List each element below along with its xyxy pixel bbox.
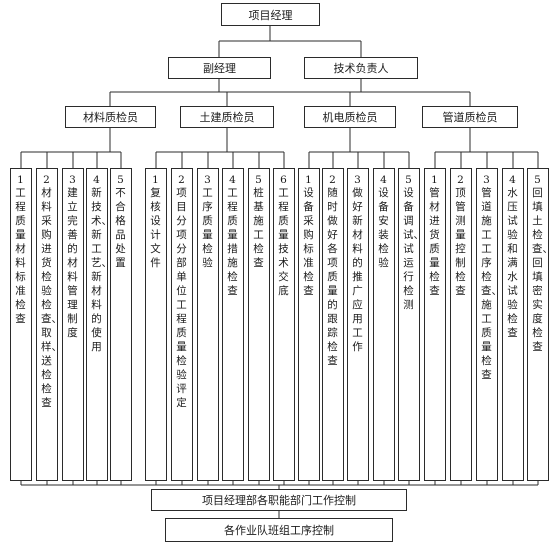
task-text: 工程质量材料标准检查 xyxy=(15,187,26,325)
task-text: 回填土检查、回填密实度检查 xyxy=(532,187,553,353)
technical-lead-box: 技术负责人 xyxy=(304,57,418,79)
task-number: 2 xyxy=(178,174,185,186)
task-column: 2 随时做好各项质量的跟踪检查 xyxy=(322,168,344,481)
task-number: 2 xyxy=(43,174,50,186)
task-text: 工序质量检验 xyxy=(202,187,213,269)
task-column: 6 工程质量技术交底 xyxy=(273,168,295,481)
task-number: 3 xyxy=(204,174,211,186)
task-text: 管材进货质量检查 xyxy=(429,187,440,297)
task-number: 1 xyxy=(152,174,159,186)
functional-departments-box: 项目经理部各职能部门工作控制 xyxy=(151,489,407,511)
task-column: 2 顶管测量控制检查 xyxy=(450,168,472,481)
task-text: 做好新材料的推广应用工作 xyxy=(352,187,363,353)
task-text: 新技术、新工艺、新材料的使用 xyxy=(91,187,112,353)
task-column: 4 设备安装检验 xyxy=(373,168,395,481)
task-column: 4 工程质量措施检查 xyxy=(222,168,244,481)
task-number: 6 xyxy=(280,174,287,186)
task-text: 设备调试、试运行检测 xyxy=(403,187,424,311)
deputy-manager-box: 副经理 xyxy=(168,57,271,79)
task-text: 建立完善的材料管理制度 xyxy=(67,187,78,339)
task-column: 1 管材进货质量检查 xyxy=(424,168,446,481)
task-column: 5 不合格品处置 xyxy=(110,168,132,481)
task-number: 1 xyxy=(17,174,24,186)
team-process-control-box: 各作业队班组工序控制 xyxy=(165,518,393,542)
task-column: 5 设备调试、试运行检测 xyxy=(398,168,424,481)
task-text: 复核设计文件 xyxy=(150,187,161,269)
task-text: 桩基施工检查 xyxy=(253,187,264,269)
task-number: 2 xyxy=(457,174,464,186)
task-text: 工程质量技术交底 xyxy=(278,187,289,297)
task-text: 材料采购进货检验检查、取样、送检检查 xyxy=(41,187,62,409)
task-text: 不合格品处置 xyxy=(115,187,126,269)
task-column: 2 项目分项分部单位工程质量检验评定 xyxy=(171,168,193,481)
task-number: 1 xyxy=(305,174,312,186)
task-text: 管道施工工序检查、施工质量检查 xyxy=(481,187,502,381)
task-number: 3 xyxy=(483,174,490,186)
group-pipe-box: 管道质检员 xyxy=(422,106,518,128)
task-number: 3 xyxy=(354,174,361,186)
task-number: 5 xyxy=(534,174,541,186)
task-number: 1 xyxy=(431,174,438,186)
task-number: 3 xyxy=(69,174,76,186)
task-column: 5 回填土检查、回填密实度检查 xyxy=(527,168,553,481)
task-number: 4 xyxy=(380,174,387,186)
task-number: 5 xyxy=(405,174,412,186)
task-column: 1 工程质量材料标准检查 xyxy=(10,168,32,481)
task-column: 1 设备采购标准检查 xyxy=(298,168,320,481)
task-column: 3 工序质量检验 xyxy=(197,168,219,481)
task-text: 设备采购标准检查 xyxy=(303,187,314,297)
task-column: 4 水压试验和满水试验检查 xyxy=(502,168,524,481)
task-number: 5 xyxy=(255,174,262,186)
task-text: 随时做好各项质量的跟踪检查 xyxy=(327,187,338,367)
task-text: 工程质量措施检查 xyxy=(227,187,238,297)
task-column: 3 做好新材料的推广应用工作 xyxy=(347,168,369,481)
task-column: 3 建立完善的材料管理制度 xyxy=(62,168,84,481)
task-column: 3 管道施工工序检查、施工质量检查 xyxy=(476,168,502,481)
task-column: 2 材料采购进货检验检查、取样、送检检查 xyxy=(36,168,62,481)
task-text: 顶管测量控制检查 xyxy=(455,187,466,297)
task-number: 4 xyxy=(509,174,516,186)
task-text: 项目分项分部单位工程质量检验评定 xyxy=(176,187,187,409)
group-civil-box: 土建质检员 xyxy=(180,106,274,128)
task-column: 5 桩基施工检查 xyxy=(248,168,270,481)
task-number: 4 xyxy=(229,174,236,186)
task-number: 2 xyxy=(329,174,336,186)
task-number: 5 xyxy=(117,174,124,186)
task-text: 水压试验和满水试验检查 xyxy=(507,187,518,339)
task-column: 4 新技术、新工艺、新材料的使用 xyxy=(86,168,112,481)
task-number: 4 xyxy=(93,174,100,186)
group-mep-box: 机电质检员 xyxy=(304,106,396,128)
task-text: 设备安装检验 xyxy=(378,187,389,269)
task-column: 1 复核设计文件 xyxy=(145,168,167,481)
group-materials-box: 材料质检员 xyxy=(65,106,156,128)
root-box: 项目经理 xyxy=(221,3,320,26)
